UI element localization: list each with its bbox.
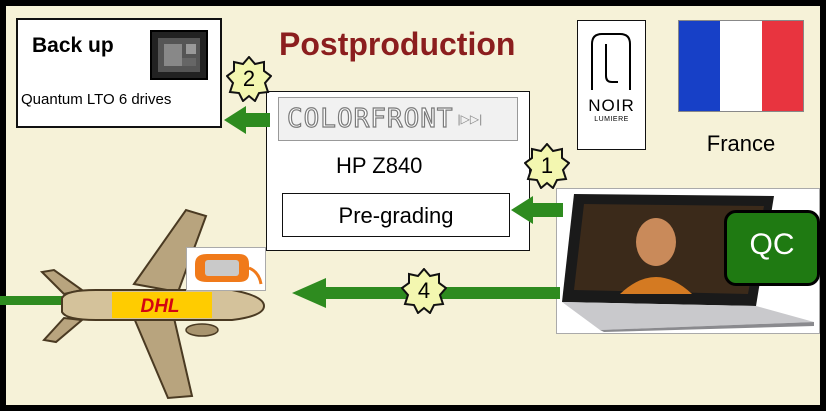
backup-heading: Back up <box>32 34 114 57</box>
country-name: France <box>706 131 776 156</box>
qc-badge <box>724 210 820 286</box>
pregrading-box <box>282 193 510 237</box>
colorfront-mark-icon: |▷▷| <box>457 112 483 126</box>
step-2-badge: 2 <box>226 56 272 102</box>
noir-lumiere-logo <box>577 20 646 150</box>
dhl-plane-icon: DHL <box>39 208 266 400</box>
arrow-to-pregrading <box>511 196 563 224</box>
pregrading-label: Pre-grading <box>338 203 454 228</box>
diagram-title: Postproduction <box>279 26 516 62</box>
colorfront-logo: COLORFRONT |▷▷| <box>278 97 518 141</box>
noir-lumiere-bottom: LUMIERE <box>594 116 629 123</box>
noir-lumiere-mark-icon <box>591 33 631 90</box>
arrow-to-backup <box>224 106 270 134</box>
colorfront-brand: COLORFRONT <box>286 103 454 134</box>
qc-label: QC <box>749 228 795 261</box>
step-2-label: 2 <box>242 66 256 91</box>
step-1-badge: 1 <box>524 143 570 189</box>
laptop-illustration <box>562 194 814 332</box>
step-1-label: 1 <box>540 153 554 178</box>
step-4-badge: 4 <box>401 268 447 314</box>
dhl-plane-logo: DHL <box>140 296 179 317</box>
noir-lumiere-top: NOIR <box>588 96 635 115</box>
arrow-outbound <box>0 296 86 305</box>
rugged-drive-icon <box>186 247 266 291</box>
step-4-label: 4 <box>417 278 431 303</box>
lto-drive-icon <box>150 30 208 80</box>
backup-caption: Quantum LTO 6 drives <box>21 91 172 108</box>
france-flag-icon <box>678 20 804 112</box>
workstation-model: HP Z840 <box>336 153 423 178</box>
